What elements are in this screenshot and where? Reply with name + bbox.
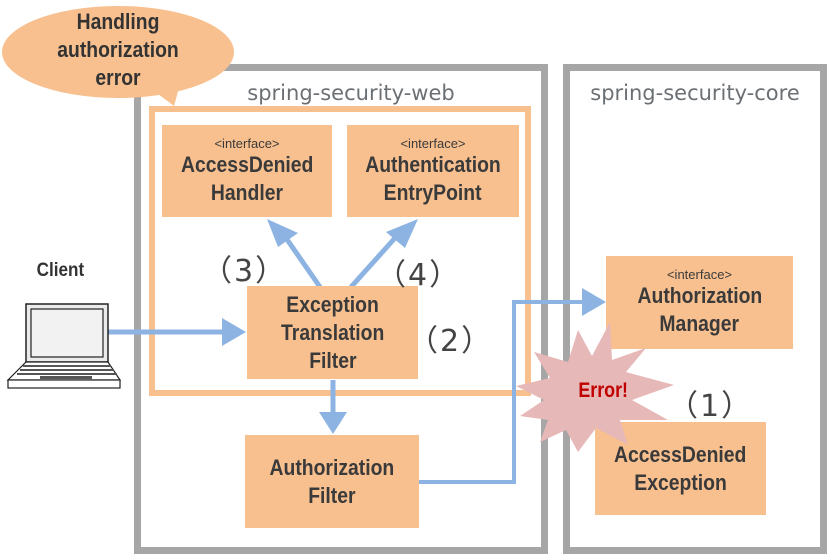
- component-name-line: Authorization: [269, 454, 395, 480]
- component-name-line: Handler: [210, 179, 284, 205]
- arrow-etf-to-access-denied-handler: [283, 236, 323, 289]
- stereotype-label: <interface>: [400, 135, 466, 151]
- exception-translation-filter-box: Exception Translation Filter: [247, 286, 418, 379]
- client-label: Client: [36, 260, 85, 281]
- arrowhead-authz-filter-to-manager: [582, 288, 606, 316]
- error-burst-icon: [516, 322, 674, 452]
- component-name-line: AccessDenied: [180, 151, 314, 177]
- component-name-line: Filter: [308, 482, 356, 508]
- arrow-authz-filter-to-manager: [419, 300, 582, 484]
- component-name-line: Exception: [634, 469, 727, 495]
- component-name-line: Manager: [659, 311, 740, 336]
- arrowhead-etf-to-access-denied-handler: [267, 219, 298, 247]
- stereotype-label: <interface>: [214, 135, 280, 151]
- authorization-filter-box: Authorization Filter: [245, 435, 419, 528]
- component-name-line: Filter: [308, 347, 357, 373]
- module-title-web: spring-security-web: [247, 81, 455, 105]
- module-title-core: spring-security-core: [590, 81, 800, 105]
- laptop-icon: [6, 303, 122, 389]
- arrowhead-client-to-etf: [222, 318, 246, 346]
- component-name-line: AccessDenied: [614, 441, 747, 467]
- exception-handling-group: [149, 106, 531, 396]
- step-label-4: （4）: [376, 258, 462, 293]
- step-label-2: （2）: [408, 324, 494, 359]
- callout-bubble: Handling authorization error: [8, 8, 228, 92]
- callout-line: authorization: [57, 37, 179, 62]
- authentication-entry-point-box: <interface> Authentication EntryPoint: [347, 125, 519, 217]
- component-name-line: Authentication: [365, 151, 501, 177]
- step-label-3: （3）: [202, 254, 288, 289]
- error-label: Error!: [578, 379, 628, 402]
- access-denied-handler-box: <interface> AccessDenied Handler: [162, 125, 332, 217]
- arrow-etf-to-entry-point: [349, 236, 397, 289]
- stereotype-label: <interface>: [666, 267, 733, 282]
- component-name-line: EntryPoint: [384, 179, 482, 205]
- callout-line: Handling: [76, 9, 160, 34]
- arrowhead-etf-to-entry-point: [386, 219, 418, 248]
- authorization-manager-box: <interface> Authorization Manager: [606, 256, 793, 349]
- component-name-line: Exception: [286, 291, 379, 317]
- arrowhead-etf-to-authz-filter: [319, 412, 347, 434]
- callout-line: error: [95, 65, 141, 90]
- component-name-line: Authorization: [637, 283, 762, 308]
- component-name-line: Translation: [280, 319, 385, 345]
- step-label-1: （1）: [668, 389, 754, 424]
